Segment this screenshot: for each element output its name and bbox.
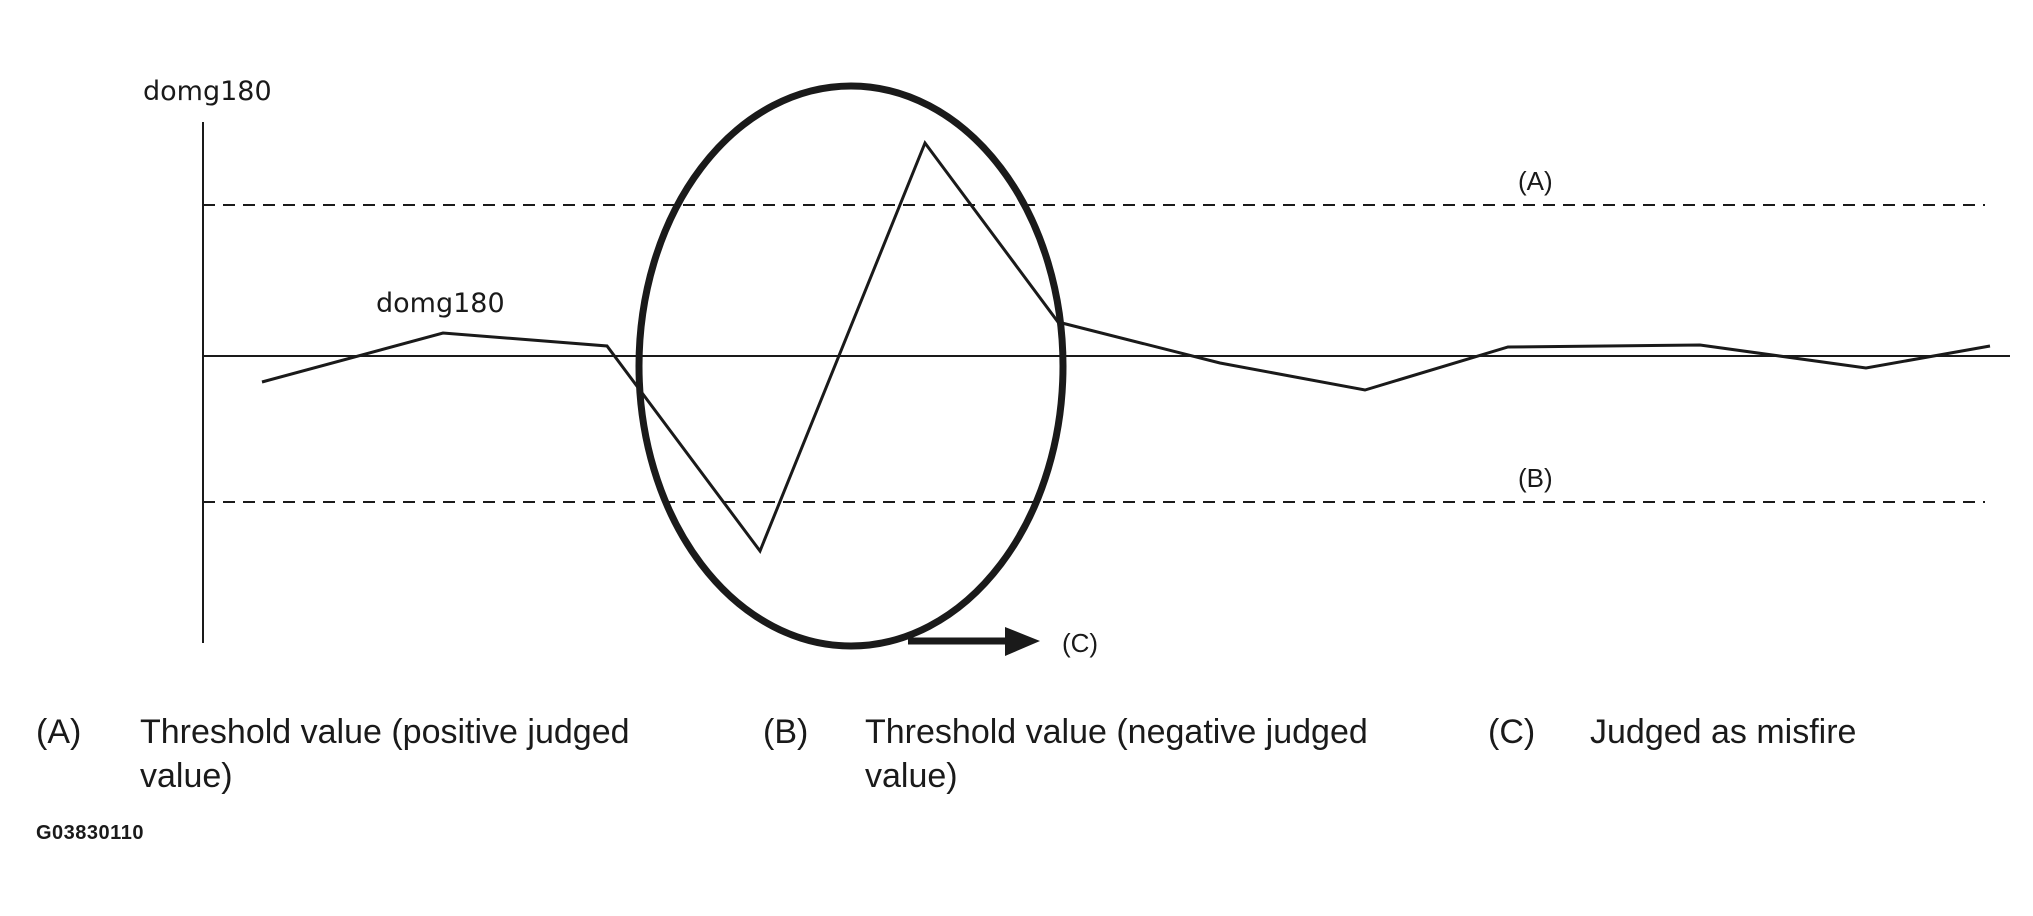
legend-text-line: Threshold value (positive judged (140, 713, 630, 751)
misfire-detection-diagram: domg180 (A) (B) domg180 (C) (143, 76, 2010, 658)
legend-text-line: value) (865, 757, 958, 795)
legend-text-line: Judged as misfire (1590, 713, 1857, 751)
legend-text: Judged as misfire (1590, 710, 1856, 754)
misfire-highlight-ellipse (635, 82, 1067, 650)
legend: (A) Threshold value (positive judged val… (0, 710, 2033, 810)
threshold-negative-marker: (B) (1518, 463, 1553, 493)
threshold-positive-marker: (A) (1518, 166, 1553, 196)
legend-text: Threshold value (negative judged value) (865, 710, 1368, 798)
figure-code: G03830110 (36, 822, 144, 844)
misfire-arrow-head (1005, 627, 1040, 656)
legend-text-line: Threshold value (negative judged (865, 713, 1368, 751)
legend-text-line: value) (140, 757, 233, 795)
legend-text: Threshold value (positive judged value) (140, 710, 630, 798)
legend-key: (C) (1488, 713, 1536, 751)
legend-key: (A) (36, 713, 82, 751)
legend-key: (B) (763, 713, 809, 751)
y-axis-label: domg180 (143, 76, 272, 107)
misfire-marker: (C) (1062, 628, 1098, 658)
domg180-signal-line (261, 139, 1991, 555)
signal-label: domg180 (376, 288, 505, 319)
